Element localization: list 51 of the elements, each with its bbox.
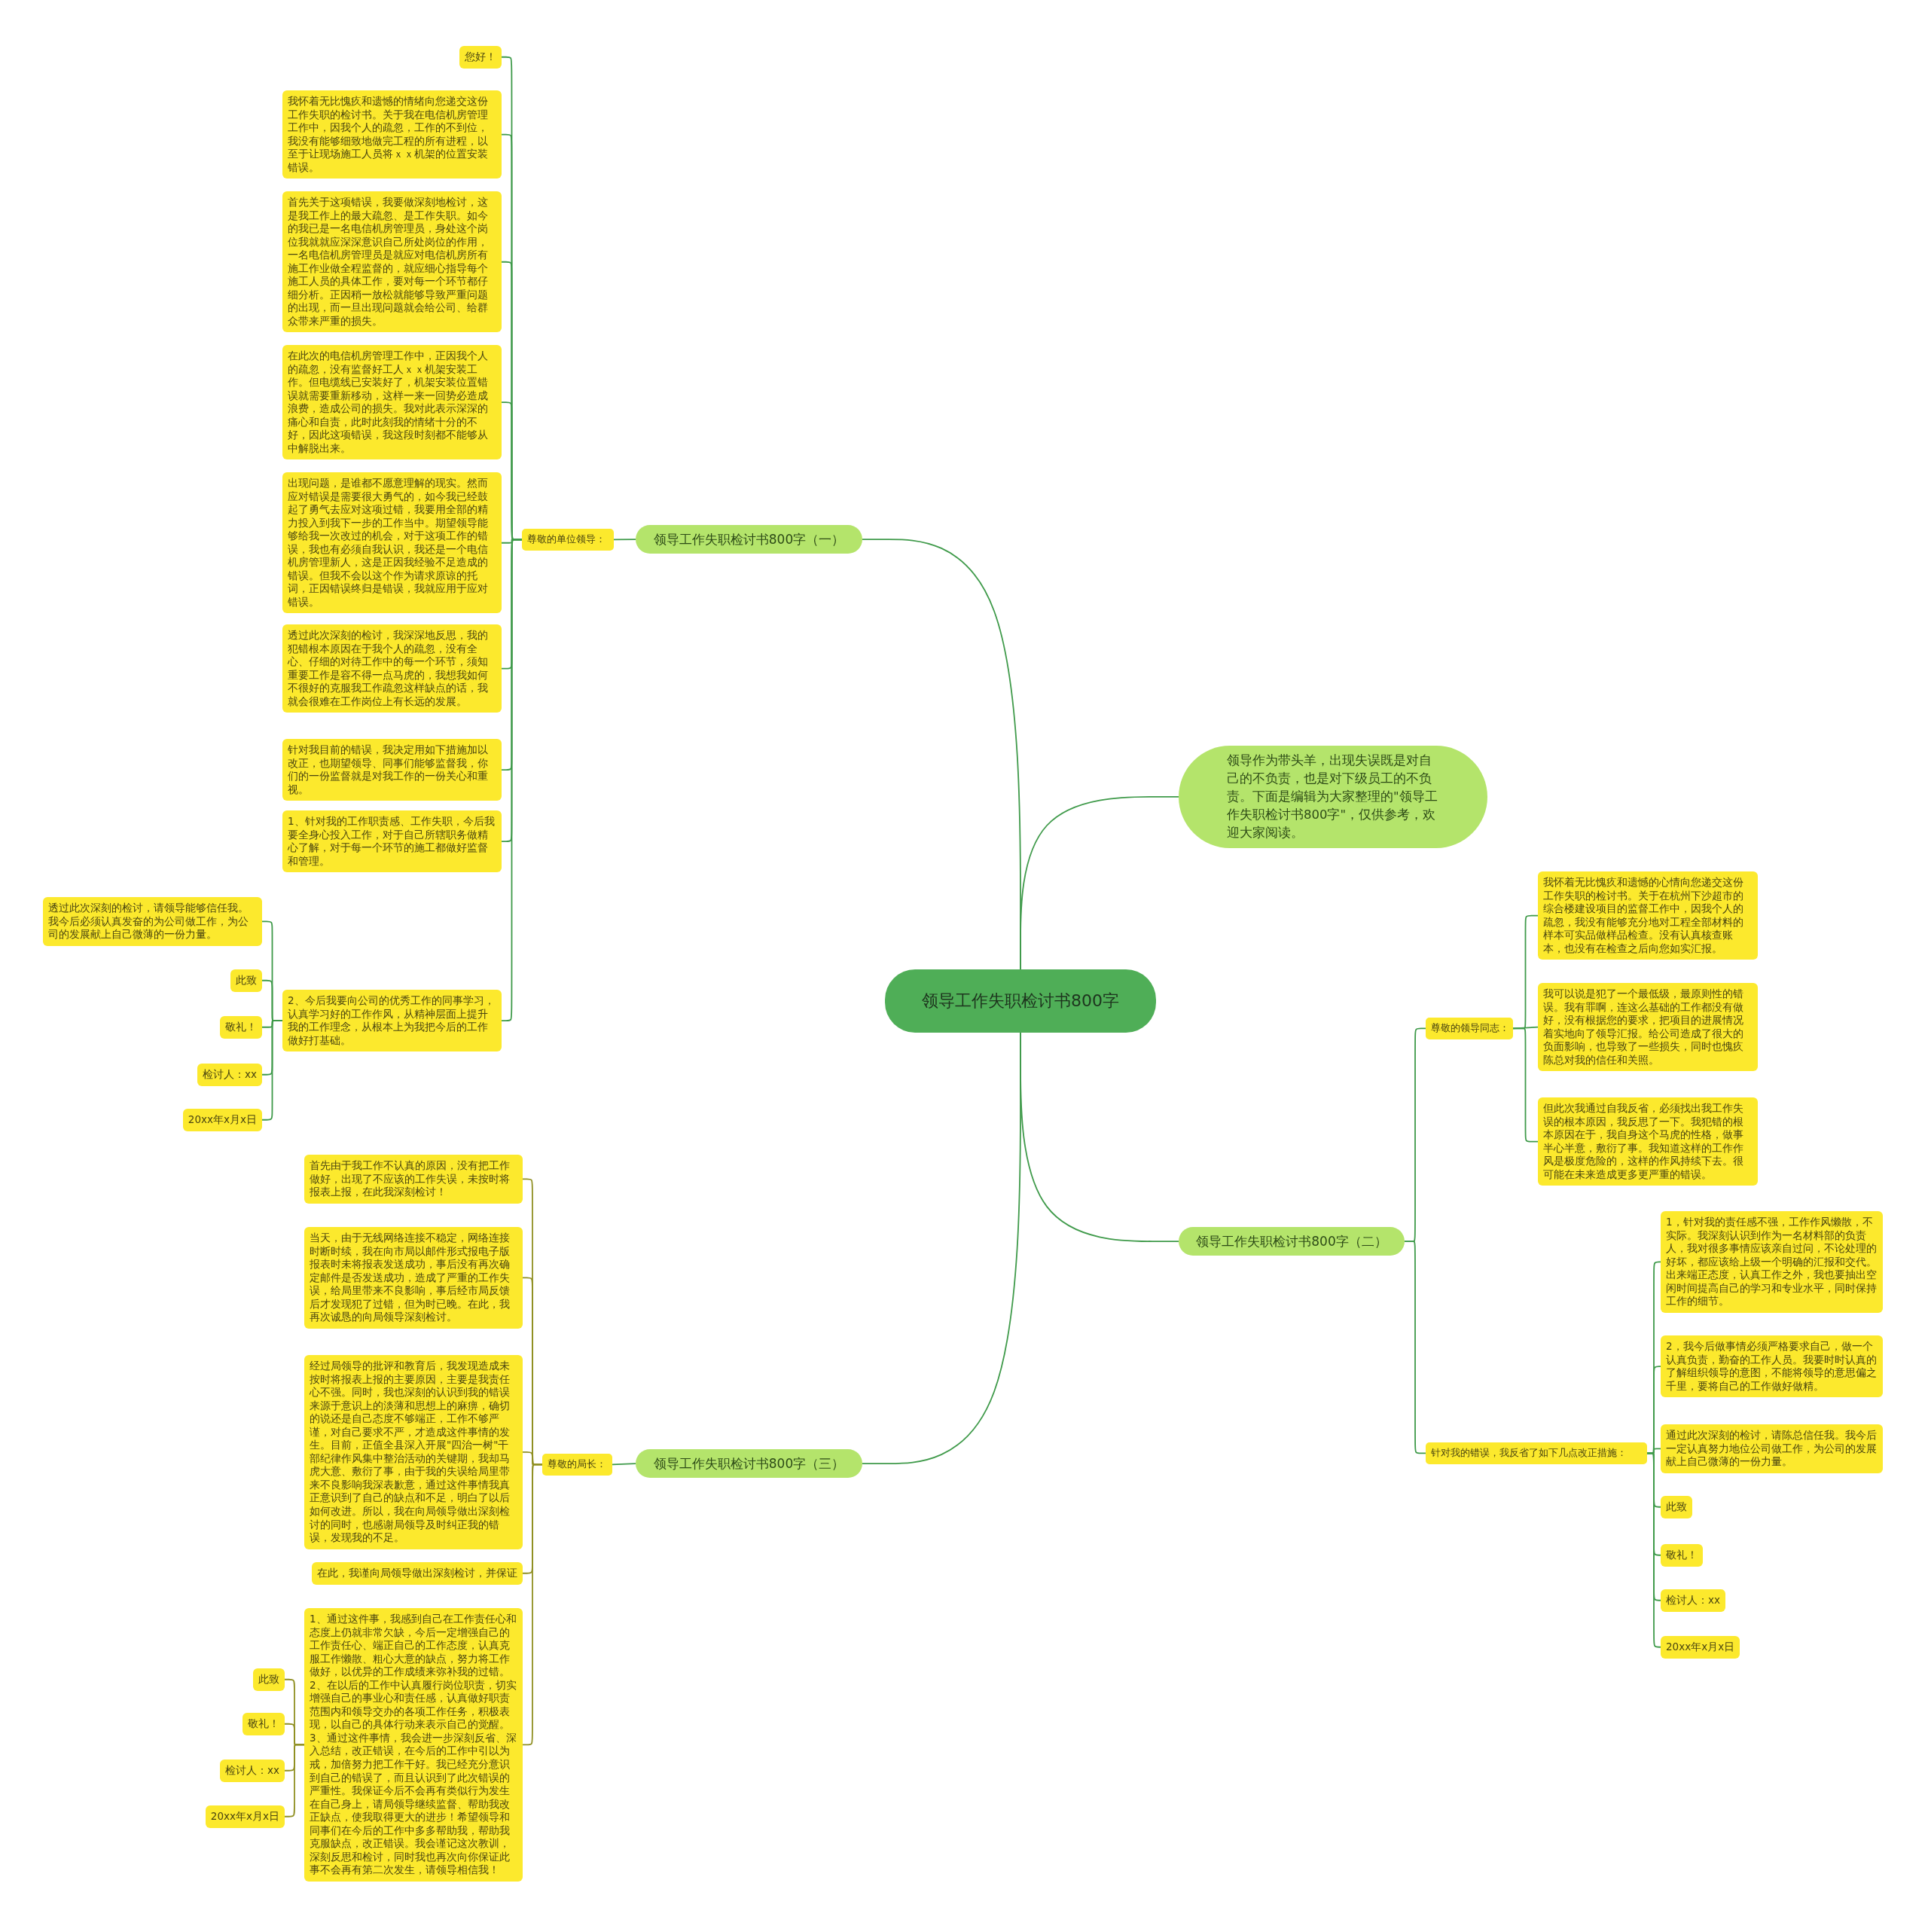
note-box: 在此，我谨向局领导做出深刻检讨，并保证 bbox=[312, 1562, 523, 1585]
central-topic: 领导工作失职检讨书800字 bbox=[885, 969, 1156, 1033]
note-box: 此致 bbox=[230, 969, 262, 992]
note-box: 检讨人：xx bbox=[220, 1760, 285, 1782]
note-box: 透过此次深刻的检讨，我深深地反思，我的犯错根本原因在于我个人的疏忽，没有全心、仔细的对待工作中的每一个环节，须知重要工作是容不得一点马虎的，我想我如何不很好的克服我工作疏忽这样缺点的话，我就会很难在工作岗位上有长远的发展。 bbox=[282, 624, 502, 713]
note-box: 我怀着无比愧疚和遗憾的心情向您递交这份工作失职的检讨书。关于在杭州下沙超市的综合楼建设项目的监督工作中，因我个人的疏忽，我没有能够充分地对工程全部材料的样本可实品做样品检查。没有认真核查账本，也没有在检查之后向您如实汇报。 bbox=[1538, 871, 1758, 960]
note-box: 此致 bbox=[1661, 1496, 1692, 1518]
branch-topic: 领导工作失职检讨书800字（三） bbox=[636, 1449, 862, 1479]
note-box: 1、针对我的工作职责感、工作失职，今后我要全身心投入工作，对于自己所辖职务做精心了解，对于每一个环节的施工都做好监督和管理。 bbox=[282, 810, 502, 873]
note-box: 敬礼！ bbox=[1661, 1544, 1703, 1567]
note-box: 我可以说是犯了一个最低级，最原则性的错误。我有罪啊，连这么基础的工作都没有做好，没有根据您的要求，把项目的进展情况着实地向了领导汇报。给公司造成了很大的负面影响，也导致了一些损失，同时也愧疚陈总对我的信任和关照。 bbox=[1538, 983, 1758, 1072]
branch-topic: 领导工作失职检讨书800字（一） bbox=[636, 525, 862, 554]
connector bbox=[1404, 1241, 1426, 1454]
connector bbox=[1512, 1026, 1539, 1030]
note-box: 此致 bbox=[253, 1668, 285, 1691]
note-box: 我怀着无比愧疚和遗憾的情绪向您递交这份工作失职的检讨书。关于我在电信机房管理工作中，因我个人的疏忽，工作的不到位，我没有能够细致地做完工程的所有进程，以至于让现场施工人员将ｘｘ机架的位置安装错误。 bbox=[282, 90, 502, 179]
subtopic-box: 尊敬的单位领导： bbox=[522, 529, 614, 551]
branch-topic: 领导工作失职检讨书800字（二） bbox=[1179, 1227, 1405, 1256]
note-box: 敬礼！ bbox=[220, 1016, 262, 1039]
note-box: 检讨人：xx bbox=[1661, 1589, 1725, 1612]
note-box: 1，针对我的责任感不强，工作作风懒散，不实际。我深刻认识到作为一名材料部的负责人，我对很多事情应该亲自过问，不论处理的好坏，都应该给上级一个明确的汇报和交代。出来端正态度，认真工作之外，我也要抽出空闲时间提高自己的学习和专业水平，同时保持工作的细节。 bbox=[1661, 1211, 1883, 1313]
note-box: 20xx年x月x日 bbox=[182, 1109, 262, 1131]
subtopic-box: 尊敬的领导同志： bbox=[1426, 1018, 1513, 1039]
subtopic-box: 尊敬的局长： bbox=[542, 1454, 612, 1476]
connector bbox=[613, 539, 636, 541]
note-box: 检讨人：xx bbox=[197, 1064, 262, 1086]
note-box: 20xx年x月x日 bbox=[205, 1805, 285, 1828]
connector bbox=[1020, 795, 1179, 970]
connector bbox=[1512, 1027, 1539, 1143]
note-box: 出现问题，是谁都不愿意理解的现实。然而应对错误是需要很大勇气的，如今我已经鼓起了勇气去应对这项过错，我要用全部的精力投入到我下一步的工作当中。期望领导能够给我一次改过的机会，对于这项工作的错误，我也有必须自我认识，我还是一个电信机房管理新人，这是正因我经验不足造成的错误。但我不会以这个作为请求原谅的托词，正因错误终归是错误，我就应用于应对错误。 bbox=[282, 472, 502, 614]
note-box: 在此次的电信机房管理工作中，正因我个人的疏忽，没有监督好工人ｘｘ机架安装工作。但电缆线已安装好了，机架安装位置错误就需要重新移动，这样一来一回势必造成浪费，造成公司的损失。我对此表示深深的痛心和自责，此时此刻我的情绪十分的不好，因此这项错误，我这段时刻都不能够从中解脱出来。 bbox=[282, 345, 502, 460]
connector bbox=[612, 1463, 636, 1466]
connector bbox=[261, 1020, 283, 1121]
note-box: 2、今后我要向公司的优秀工作的同事学习，认真学习好的工作作风，从精神层面上提升我的工作理念，从根本上为我把今后的工作做好打基础。 bbox=[282, 990, 502, 1052]
note-box: 您好！ bbox=[459, 46, 502, 69]
note-box: 敬礼！ bbox=[243, 1713, 285, 1735]
note-box: 1、通过这件事，我感到自己在工作责任心和态度上仍就非常欠缺，今后一定增强自己的工作责任心、端正自己的工作态度，认真克服工作懒散、粗心大意的缺点，努力将工作做好，以优异的工作成绩来弥补我的过错。2、在以后的工作中认真履行岗位职责，切实增强自己的事业心和责任感，认真做好职责范围内和领导交办的各项工作任务，积极表现，以自己的具体行动来表示自己的觉醒。 3、通过这件事情，我会进一步深刻反省、深入总结，改正错误，在今后的工作中引以为戒，加倍努力把工作干好。我已经充分意识到自己的错误了，而且认识到了此次错误的严重性。我保证今后不会再有类似行为发生在自己身上，请局领导继续监督、帮助我改正缺点，使我取得更大的进步！希望领导和同事们在今后的工作中多多帮助我，帮助我克服缺点，改正错误。我会谨记这次教训，深刻反思和检讨，同时我也再次向你保证此事不会再有第二次发生，请领导相信我！ bbox=[304, 1608, 523, 1882]
note-box: 当天，由于无线网络连接不稳定，网络连接时断时续，我在向市局以邮件形式报电子版报表时未将报表发送成功，事后没有再次确定邮件是否发送成功，造成了严重的工作失误，给局里带来不良影响，事后经市局反馈后才发现犯了过错，但为时已晚。在此，我再次诚恳的向局领导深刻检讨。 bbox=[304, 1227, 523, 1329]
note-box: 透过此次深刻的检讨，请领导能够信任我。我今后必须认真发奋的为公司做工作，为公司的发展献上自己微薄的一份力量。 bbox=[43, 897, 262, 946]
note-box: 但此次我通过自我反省，必须找出我工作失误的根本原因，我反思了一下。我犯错的根本原因在于，我自身这个马虎的性格，做事半心半意，敷衍了事。我知道这样的工作作风是极度危险的，这样的作风持续下去。很可能在未来造成更多更严重的错误。 bbox=[1538, 1097, 1758, 1186]
subtopic-box: 针对我的错误，我反省了如下几点改正措施： bbox=[1426, 1442, 1647, 1464]
connector bbox=[862, 1032, 1021, 1464]
note-box: 首先关于这项错误，我要做深刻地检讨，这是我工作上的最大疏忽、是工作失职。如今的我已是一名电信机房管理员，身处这个岗位我就就应深深意识自己所处岗位的作用，一名电信机房管理员是就应对电信机房所有施工作业做全程监督的，就应细心指导每个施工人员的具体工作，要对每一个环节都仔细分析。正因稍一放松就能够导致严重问题的出现，而一旦出现问题就会给公司、给群众带来严重的损失。 bbox=[282, 191, 502, 333]
note-box: 经过局领导的批评和教育后，我发现造成未按时将报表上报的主要原因，主要是我责任心不强。同时，我也深刻的认识到我的错误来源于意识上的淡薄和思想上的麻痹，确切的说还是自己态度不够端正，工作不够严谨，对自己要求不严，才造成这件事情的发生。目前，正值全县深入开展"四治一树"干部纪律作风集中整治活动的关键期，我却马虎大意、敷衍了事，由于我的失误给局里带来不良影响我深表歉意，通过这件事情我真正意识到了自己的缺点和不足，明白了以后如何改进。所以，我在向局领导做出深刻检讨的同时，也感谢局领导及时纠正我的错误，发现我的不足。 bbox=[304, 1355, 523, 1549]
note-box: 2，我今后做事情必须严格要求自己，做一个认真负责，勤奋的工作人员。我要时时认真的了解组织领导的意图，不能将领导的意思偏之千里，要将自己的工作做好做精。 bbox=[1661, 1335, 1883, 1398]
note-box: 针对我目前的错误，我决定用如下措施加以改正，也期望领导、同事们能够监督我，你们的一份监督就是对我工作的一份关心和重视。 bbox=[282, 739, 502, 801]
note-box: 首先由于我工作不认真的原因，没有把工作做好，出现了不应该的工作失误，未按时将报表上报，在此我深刻检讨！ bbox=[304, 1155, 523, 1204]
note-box: 通过此次深刻的检讨，请陈总信任我。我今后一定认真努力地位公司做工作，为公司的发展献上自己微薄的一份力量。 bbox=[1661, 1424, 1883, 1473]
connector bbox=[1646, 1452, 1661, 1648]
note-box: 20xx年x月x日 bbox=[1661, 1636, 1740, 1659]
summary-bubble: 领导作为带头羊，出现失误既是对自己的不负责，也是对下级员工的不负责。下面是编辑为大家整理的"领导工作失职检讨书800字"，仅供参考，欢迎大家阅读。 bbox=[1179, 746, 1487, 848]
